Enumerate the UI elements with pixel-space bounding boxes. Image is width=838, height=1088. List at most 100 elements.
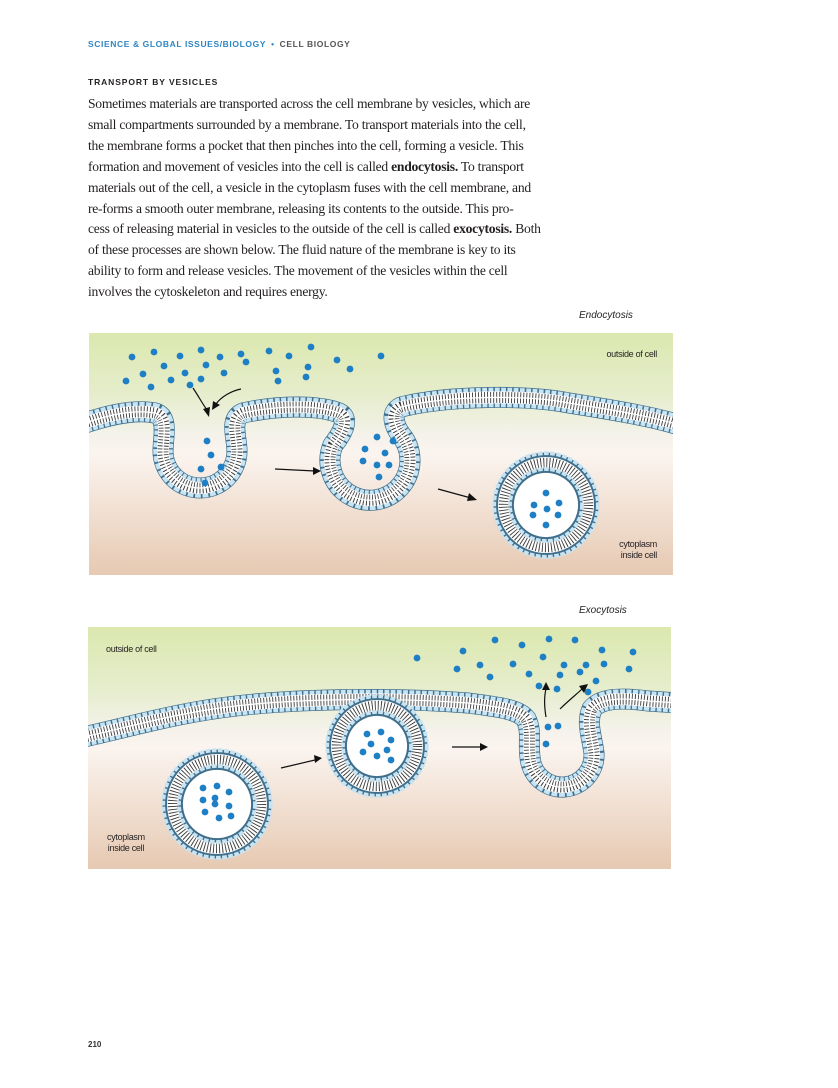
particle-icon	[285, 352, 293, 360]
particle-icon	[217, 463, 225, 471]
particle-icon	[186, 381, 194, 389]
arrow-icon	[437, 488, 477, 501]
body-text-segment: involves the cytoskeleton and requires e…	[88, 284, 328, 300]
body-text-segment: formation and movement of vesicles into …	[88, 158, 392, 174]
particle-icon	[582, 661, 590, 669]
particle-icon	[571, 636, 579, 644]
particle-icon	[272, 367, 280, 375]
particle-icon	[387, 756, 395, 764]
particle-icon	[304, 363, 312, 371]
particle-icon	[375, 473, 383, 481]
exo-outside-label: outside of cell	[106, 644, 157, 654]
particle-icon	[554, 511, 562, 519]
page-number: 210	[88, 1040, 102, 1049]
body-line: involves the cytoskeleton and requires e…	[88, 282, 568, 303]
particle-icon	[592, 677, 600, 685]
particle-icon	[199, 796, 207, 804]
particle-icon	[181, 369, 189, 377]
key-term: exocytosis.	[453, 221, 513, 237]
particle-icon	[274, 377, 282, 385]
body-line: formation and movement of vesicles into …	[88, 157, 568, 178]
particle-icon	[363, 730, 371, 738]
endo-cytoplasm-label: cytoplasm	[619, 539, 657, 549]
particle-icon	[543, 505, 551, 513]
particle-icon	[199, 784, 207, 792]
particle-icon	[555, 499, 563, 507]
arrow-icon	[452, 743, 488, 751]
particle-icon	[211, 800, 219, 808]
particle-icon	[139, 370, 147, 378]
exo-cytoplasm-label: cytoplasm	[107, 832, 145, 842]
chapter-title: CELL BIOLOGY	[279, 39, 351, 49]
particle-icon	[302, 373, 310, 381]
arrow-icon	[280, 755, 322, 769]
particle-icon	[542, 489, 550, 497]
particle-icon	[197, 346, 205, 354]
particle-icon	[160, 362, 168, 370]
body-line: Sometimes materials are transported acro…	[88, 94, 568, 115]
particle-icon	[220, 369, 228, 377]
body-text-segment: cess of releasing material in vesicles t…	[88, 221, 454, 237]
particle-icon	[556, 671, 564, 679]
series-title: SCIENCE & GLOBAL ISSUES/BIOLOGY	[88, 39, 267, 49]
particle-icon	[197, 465, 205, 473]
particle-icon	[359, 457, 367, 465]
particle-icon	[361, 445, 369, 453]
particle-icon	[530, 501, 538, 509]
arrow-icon	[559, 684, 588, 710]
particle-icon	[560, 661, 568, 669]
body-text-segment: Both	[512, 221, 541, 237]
particle-icon	[202, 361, 210, 369]
particle-icon	[554, 722, 562, 730]
particle-icon	[509, 660, 517, 668]
header-bullet: •	[271, 39, 275, 49]
particle-icon	[459, 647, 467, 655]
particle-icon	[598, 646, 606, 654]
body-text-segment: of these processes are shown below. The …	[88, 242, 516, 258]
particle-icon	[529, 511, 537, 519]
particle-icon	[211, 794, 219, 802]
particle-icon	[265, 347, 273, 355]
body-line: materials out of the cell, a vesicle in …	[88, 178, 568, 199]
particle-icon	[629, 648, 637, 656]
key-term: endocytosis.	[391, 158, 458, 174]
particle-icon	[381, 449, 389, 457]
endocytosis-figure: outside of cell cytoplasm inside cell	[89, 333, 673, 575]
particle-icon	[542, 740, 550, 748]
particle-icon	[225, 788, 233, 796]
particle-icon	[525, 670, 533, 678]
body-line: small compartments surrounded by a membr…	[88, 115, 568, 136]
particle-icon	[203, 437, 211, 445]
particle-icon	[373, 433, 381, 441]
particle-icon	[237, 350, 245, 358]
arrow-icon	[212, 388, 242, 410]
particle-icon	[383, 746, 391, 754]
particle-icon	[227, 812, 235, 820]
particle-icon	[167, 376, 175, 384]
particle-icon	[542, 521, 550, 529]
particle-icon	[377, 352, 385, 360]
arrow-icon	[274, 467, 321, 475]
particle-icon	[387, 736, 395, 744]
body-text-segment: ability to form and release vesicles. Th…	[88, 263, 508, 279]
particle-icon	[359, 748, 367, 756]
particle-icon	[128, 353, 136, 361]
particle-icon	[213, 782, 221, 790]
particle-icon	[373, 461, 381, 469]
particle-icon	[385, 461, 393, 469]
particle-icon	[122, 377, 130, 385]
running-header: SCIENCE & GLOBAL ISSUES/BIOLOGY • CELL BIO…	[88, 39, 350, 49]
particle-icon	[333, 356, 341, 364]
body-line: of these processes are shown below. The …	[88, 240, 568, 261]
exocytosis-title: Exocytosis	[579, 605, 627, 616]
body-text-segment: small compartments surrounded by a membr…	[88, 116, 526, 132]
body-text-segment: Sometimes materials are transported acro…	[88, 96, 531, 111]
particle-icon	[518, 641, 526, 649]
body-text-segment: re-forms a smooth outer membrane, releas…	[88, 200, 514, 216]
particle-icon	[584, 688, 592, 696]
arrow-icon	[192, 387, 210, 417]
vesicle-icon	[492, 451, 600, 559]
particle-icon	[453, 665, 461, 673]
body-text-segment: To transport	[457, 158, 524, 174]
particle-icon	[576, 668, 584, 676]
